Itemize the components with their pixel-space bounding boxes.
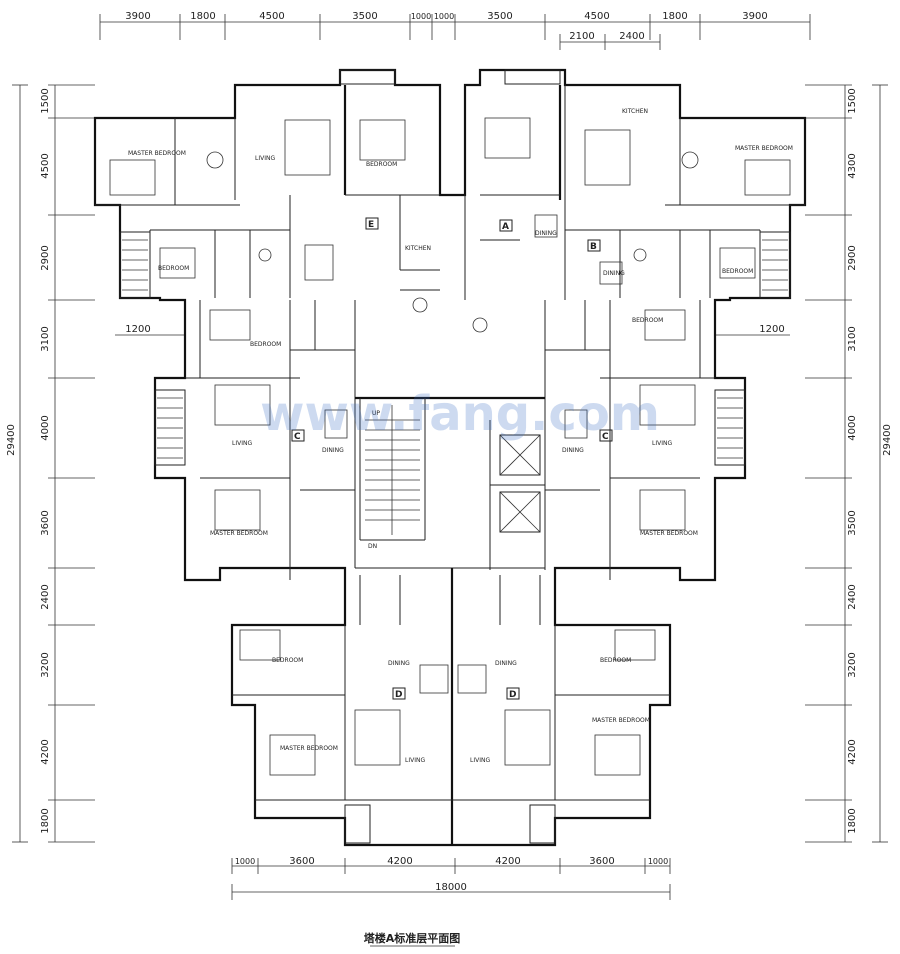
interior-partitions — [95, 85, 805, 845]
dim-right-8: 3200 — [847, 652, 858, 677]
dim-right-4: 3100 — [847, 326, 858, 351]
room-label-master-bedroom-2: MASTER BEDROOM — [735, 145, 793, 152]
furniture — [109, 117, 791, 776]
dim-top-sub-2: 2400 — [619, 31, 644, 42]
dim-top-5: 1000 — [411, 12, 431, 21]
drawing-caption: 塔楼A标准层平面图 — [364, 931, 461, 945]
dim-top-4: 3500 — [352, 11, 377, 22]
elevator-1 — [499, 434, 541, 476]
dim-left-4: 3100 — [40, 326, 51, 351]
room-label-bedroom-3: BEDROOM — [722, 268, 753, 275]
dim-right-10: 1800 — [847, 808, 858, 833]
dim-right-3: 2900 — [847, 245, 858, 270]
dim-top-1: 3900 — [125, 11, 150, 22]
stair-up-label: UP — [372, 410, 380, 417]
dim-top-2: 1800 — [190, 11, 215, 22]
dim-left-total: 29400 — [6, 424, 17, 456]
dim-bottom-4: 4200 — [495, 856, 520, 867]
room-label-living-1: LIVING — [255, 155, 275, 162]
elevator-2 — [499, 491, 541, 533]
room-label-bedroom-4: BEDROOM — [250, 341, 281, 348]
unit-marker-a: A — [502, 222, 509, 232]
dim-bottom-1: 1000 — [235, 857, 255, 866]
dim-top-3: 4500 — [259, 11, 284, 22]
unit-marker-e: E — [368, 220, 374, 230]
room-label-dining-2: DINING — [603, 270, 625, 277]
unit-marker-d-right: D — [509, 690, 516, 700]
room-labels: MASTER BEDROOM MASTER BEDROOM MASTER BED… — [128, 108, 793, 764]
room-label-master-bedroom-3: MASTER BEDROOM — [210, 530, 268, 537]
balconies — [119, 69, 791, 844]
right-dimension-chain: 1500 4300 2900 3100 4000 3500 2400 3200 … — [805, 84, 893, 843]
dim-bottom-3: 4200 — [387, 856, 412, 867]
dim-top-10: 3900 — [742, 11, 767, 22]
dim-bottom-5: 3600 — [589, 856, 614, 867]
stair-dn-label: DN — [368, 543, 377, 550]
dim-right-9: 4200 — [847, 739, 858, 764]
dim-bottom-total: 18000 — [435, 882, 467, 893]
dim-top-sub-1: 2100 — [569, 31, 594, 42]
unit-marker-d-left: D — [395, 690, 402, 700]
room-label-kitchen-2: KITCHEN — [622, 108, 648, 115]
dim-top-7: 3500 — [487, 11, 512, 22]
dim-left-5: 4000 — [40, 415, 51, 440]
room-label-living-5: LIVING — [470, 757, 490, 764]
dim-right-2: 4300 — [847, 153, 858, 178]
outer-walls — [93, 68, 807, 847]
dim-top-9: 1800 — [662, 11, 687, 22]
bottom-dimension-chain: 1000 3600 4200 4200 3600 1000 18000 — [231, 856, 671, 900]
room-label-bedroom-7: BEDROOM — [600, 657, 631, 664]
dim-top-8: 4500 — [584, 11, 609, 22]
dim-right-5: 4000 — [847, 415, 858, 440]
dim-left-2: 4500 — [40, 153, 51, 178]
room-label-dining-3: DINING — [322, 447, 344, 454]
dim-left-6: 3600 — [40, 510, 51, 535]
dim-bottom-2: 3600 — [289, 856, 314, 867]
room-label-dining-5: DINING — [388, 660, 410, 667]
dim-right-1: 1500 — [847, 88, 858, 113]
room-label-kitchen-1: KITCHEN — [405, 245, 431, 252]
room-label-master-bedroom-6: MASTER BEDROOM — [592, 717, 650, 724]
room-label-master-bedroom-4: MASTER BEDROOM — [640, 530, 698, 537]
room-label-dining-1: DINING — [535, 230, 557, 237]
unit-marker-b: B — [590, 242, 597, 252]
room-label-bedroom-1: BEDROOM — [366, 161, 397, 168]
dim-right-7: 2400 — [847, 584, 858, 609]
side-offset-dims: 1200 1200 — [115, 324, 790, 336]
room-label-dining-6: DINING — [495, 660, 517, 667]
dim-offset-left: 1200 — [125, 324, 150, 335]
stair-and-elevators: UP DN — [365, 405, 541, 550]
dim-right-total: 29400 — [882, 424, 893, 456]
unit-marker-c-left: C — [294, 432, 301, 442]
room-label-master-bedroom-5: MASTER BEDROOM — [280, 745, 338, 752]
dim-left-10: 1800 — [40, 808, 51, 833]
unit-markers: E A B C C D D — [291, 217, 613, 700]
dim-left-8: 3200 — [40, 652, 51, 677]
room-label-master-bedroom-1: MASTER BEDROOM — [128, 150, 186, 157]
room-label-bedroom-6: BEDROOM — [272, 657, 303, 664]
room-label-bedroom-5: BEDROOM — [632, 317, 663, 324]
top-dimension-chain: 3900 1800 4500 3500 1000 1000 3500 4500 … — [99, 11, 811, 50]
dim-left-1: 1500 — [40, 88, 51, 113]
room-label-living-4: LIVING — [405, 757, 425, 764]
room-label-dining-4: DINING — [562, 447, 584, 454]
dim-top-6: 1000 — [434, 12, 454, 21]
dim-right-6: 3500 — [847, 510, 858, 535]
room-label-living-2: LIVING — [232, 440, 252, 447]
dim-left-7: 2400 — [40, 584, 51, 609]
left-dimension-chain: 1500 4500 2900 3100 4000 3600 2400 3200 … — [6, 84, 95, 843]
dim-offset-right: 1200 — [759, 324, 784, 335]
dim-bottom-6: 1000 — [648, 857, 668, 866]
dim-left-3: 2900 — [40, 245, 51, 270]
room-label-bedroom-2: BEDROOM — [158, 265, 189, 272]
unit-marker-c-right: C — [602, 432, 609, 442]
watermark: www.fang.com — [260, 386, 660, 442]
room-label-living-3: LIVING — [652, 440, 672, 447]
dim-left-9: 4200 — [40, 739, 51, 764]
